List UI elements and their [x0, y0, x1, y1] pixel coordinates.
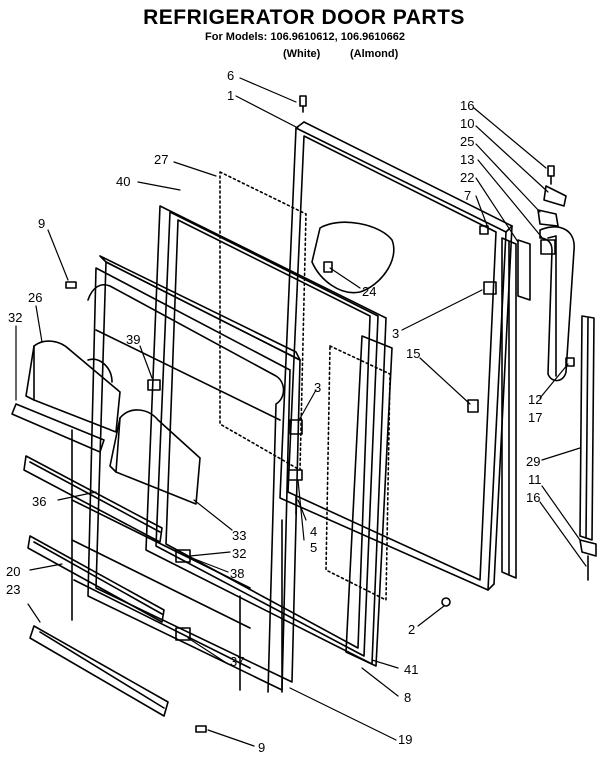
color-almond-label: (Almond): [350, 48, 399, 60]
callout-6: 6: [227, 68, 234, 83]
callout-41: 41: [404, 662, 418, 677]
callout-38: 38: [230, 566, 244, 581]
callout-23: 23: [6, 582, 20, 597]
color-white-label: (White): [283, 48, 321, 60]
shelf-bar-36: [23, 455, 163, 543]
callout-5: 5: [310, 540, 317, 555]
door-trim-strip: [501, 237, 517, 579]
handle-assembly: [517, 165, 575, 382]
callout-33: 33: [232, 528, 246, 543]
callout-15: 15: [406, 346, 420, 361]
callout-10: 10: [460, 116, 474, 131]
callout-22: 22: [460, 170, 474, 185]
callout-16-upper: 16: [460, 98, 474, 113]
callout-13: 13: [460, 152, 474, 167]
callout-numbers: 6 1 27 40 9 26 32 39 24 16 10 25 13 22 7…: [6, 68, 542, 755]
callout-27: 27: [154, 152, 168, 167]
door-gasket: [145, 205, 393, 667]
callout-32-lower: 32: [232, 546, 246, 561]
callout-7: 7: [464, 188, 471, 203]
callout-11: 11: [528, 472, 542, 487]
callout-1: 1: [227, 88, 234, 103]
callout-29: 29: [526, 454, 540, 469]
page-title: REFRIGERATOR DOOR PARTS: [143, 6, 465, 29]
door-bin-lower: [109, 409, 201, 505]
shelf-bar-23: [29, 625, 169, 717]
door-liner: [71, 255, 301, 693]
small-parts: [65, 95, 575, 733]
shelf-bar-32: [11, 403, 105, 453]
callout-36: 36: [32, 494, 46, 509]
callout-20: 20: [6, 564, 20, 579]
callout-3-right: 3: [392, 326, 399, 341]
door-bin-upper: [25, 340, 121, 433]
callout-8: 8: [404, 690, 411, 705]
outer-door-panel: [279, 121, 513, 591]
callout-16-lower: 16: [526, 490, 540, 505]
callout-9-lower: 9: [258, 740, 265, 755]
shelf-bar-20: [27, 535, 165, 623]
callout-25: 25: [460, 134, 474, 149]
callout-3-center: 3: [314, 380, 321, 395]
models-line: For Models: 106.9610612, 106.9610662: [205, 31, 405, 43]
callout-26: 26: [28, 290, 42, 305]
callout-24: 24: [362, 284, 376, 299]
callout-17: 17: [528, 410, 542, 425]
callout-39: 39: [126, 332, 140, 347]
callout-19: 19: [398, 732, 412, 747]
callout-32-upper: 32: [8, 310, 22, 325]
handle-trim-strip: [579, 315, 597, 581]
callout-12: 12: [528, 392, 542, 407]
callout-40: 40: [116, 174, 130, 189]
leader-lines: [15, 77, 587, 747]
callout-9-upper: 9: [38, 216, 45, 231]
callout-37: 37: [230, 654, 244, 669]
callout-4: 4: [310, 524, 317, 539]
callout-2: 2: [408, 622, 415, 637]
